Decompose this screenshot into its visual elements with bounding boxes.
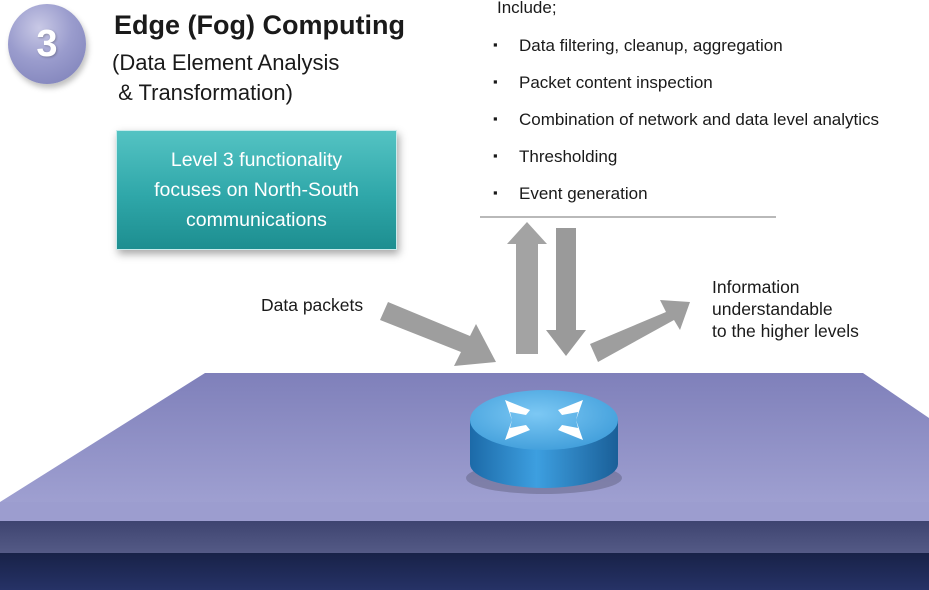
include-list: ▪ Data filtering, cleanup, aggregation ▪ P…	[493, 33, 879, 218]
level-number: 3	[36, 22, 58, 65]
arrow-up	[507, 222, 547, 354]
square-bullet-icon: ▪	[493, 37, 498, 52]
list-item-text: Packet content inspection	[519, 73, 713, 92]
list-item-text: Data filtering, cleanup, aggregation	[519, 36, 783, 55]
list-item: ▪ Combination of network and data level a…	[493, 107, 879, 144]
level-title: Edge (Fog) Computing	[114, 10, 405, 40]
callout-text: Level 3 functionality focuses on North-S…	[148, 145, 365, 235]
callout-line: communications	[186, 209, 327, 231]
network-plane-top-edge	[0, 502, 929, 521]
level-subtitle: (Data Element Analysis & Transformation)	[112, 48, 339, 108]
functionality-callout: Level 3 functionality focuses on North-S…	[116, 130, 397, 250]
callout-line: Level 3 functionality	[170, 149, 343, 171]
information-label-line: to the higher levels	[712, 321, 859, 341]
include-heading: Include;	[497, 0, 557, 17]
network-plane-top	[0, 373, 929, 521]
square-bullet-icon: ▪	[493, 111, 498, 126]
router-icon	[466, 390, 622, 494]
network-plane-middle	[0, 521, 929, 553]
information-output-label: Information understandable to the higher…	[712, 276, 859, 342]
callout-line: focuses on North-South	[154, 179, 359, 201]
information-label-line: Information	[712, 277, 800, 297]
list-item-text: Combination of network and data level an…	[519, 110, 880, 129]
square-bullet-icon: ▪	[493, 185, 498, 200]
information-label-line: understandable	[712, 299, 833, 319]
arrow-down	[546, 228, 586, 356]
level-subtitle-line: & Transformation)	[112, 80, 293, 105]
list-item: ▪ Data filtering, cleanup, aggregation	[493, 33, 879, 70]
list-divider	[480, 216, 776, 218]
square-bullet-icon: ▪	[493, 74, 498, 89]
list-item-text: Event generation	[519, 184, 648, 203]
list-item: ▪ Packet content inspection	[493, 70, 879, 107]
network-plane-bottom	[0, 553, 929, 590]
level-badge: 3	[8, 4, 86, 84]
data-packets-label: Data packets	[261, 295, 364, 315]
arrow-data-in	[380, 302, 496, 366]
list-item: ▪ Thresholding	[493, 144, 879, 181]
list-item-text: Thresholding	[519, 147, 618, 166]
list-item: ▪ Event generation	[493, 181, 879, 218]
arrow-information-out	[590, 300, 690, 362]
square-bullet-icon: ▪	[493, 148, 498, 163]
level-subtitle-line: (Data Element Analysis	[112, 50, 340, 75]
